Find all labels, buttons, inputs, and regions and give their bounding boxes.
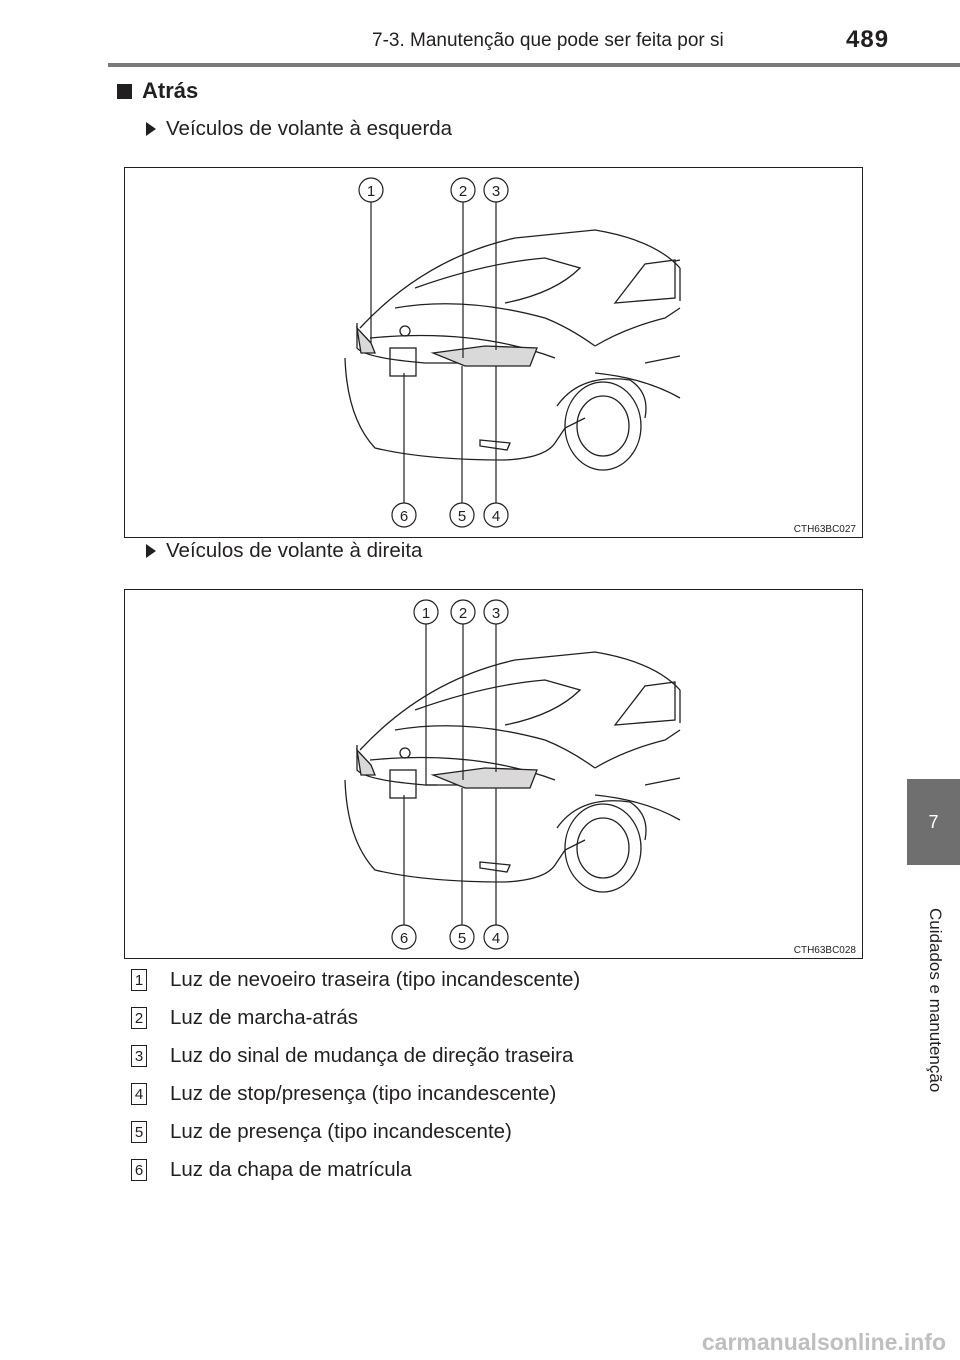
- page-header-title: 7-3. Manutenção que pode ser feita por s…: [372, 30, 772, 52]
- page-number: 489: [846, 26, 889, 54]
- list-item: 3 Luz do sinal de mudança de direção tra…: [131, 1037, 580, 1075]
- legend-number: 6: [131, 1159, 147, 1181]
- callout-5-label: 5: [458, 930, 466, 947]
- car-rear-illustration-lhd: 1 2 3 4 5 6: [125, 168, 862, 537]
- triangle-bullet-icon: [146, 122, 156, 136]
- figure-2-caption: Veículos de volante à direita: [146, 539, 422, 563]
- callout-4-label: 4: [492, 508, 500, 525]
- callout-1-label: 1: [367, 183, 375, 200]
- section-heading: Atrás: [117, 78, 198, 104]
- car-rear-illustration-rhd: 1 2 3 4 5 6: [125, 590, 862, 958]
- legend-text: Luz de presença (tipo incandescente): [170, 1120, 512, 1144]
- figure-1-caption: Veículos de volante à esquerda: [146, 117, 452, 141]
- legend-list: 1 Luz de nevoeiro traseira (tipo incande…: [131, 961, 580, 1189]
- legend-text: Luz de stop/presença (tipo incandescente…: [170, 1082, 556, 1106]
- section-heading-text: Atrás: [142, 78, 198, 104]
- callout-1-label: 1: [422, 605, 430, 622]
- legend-number: 1: [131, 969, 147, 991]
- triangle-bullet-icon: [146, 544, 156, 558]
- chapter-tab: 7: [907, 779, 960, 865]
- header-rule: [108, 63, 960, 67]
- list-item: 1 Luz de nevoeiro traseira (tipo incande…: [131, 961, 580, 999]
- legend-text: Luz do sinal de mudança de direção trase…: [170, 1044, 573, 1068]
- chapter-number: 7: [928, 812, 938, 833]
- chapter-label: Cuidados e manutenção: [925, 908, 945, 1008]
- callout-6-label: 6: [400, 930, 408, 947]
- legend-text: Luz de nevoeiro traseira (tipo incandesc…: [170, 968, 580, 992]
- callout-4-label: 4: [492, 930, 500, 947]
- callout-5-label: 5: [458, 508, 466, 525]
- callout-3-label: 3: [492, 605, 500, 622]
- figure-1: 1 2 3 4 5 6 CTH63BC027: [124, 167, 863, 538]
- callout-2-label: 2: [459, 183, 467, 200]
- figure-1-caption-text: Veículos de volante à esquerda: [166, 117, 452, 141]
- legend-number: 5: [131, 1121, 147, 1143]
- list-item: 4 Luz de stop/presença (tipo incandescen…: [131, 1075, 580, 1113]
- figure-2-code: CTH63BC028: [794, 945, 856, 956]
- watermark: carmanualsonline.info: [702, 1329, 946, 1356]
- square-bullet-icon: [117, 84, 132, 99]
- list-item: 2 Luz de marcha-atrás: [131, 999, 580, 1037]
- callout-3-label: 3: [492, 183, 500, 200]
- list-item: 6 Luz da chapa de matrícula: [131, 1151, 580, 1189]
- figure-1-code: CTH63BC027: [794, 524, 856, 535]
- figure-2-caption-text: Veículos de volante à direita: [166, 539, 422, 563]
- callout-2-label: 2: [459, 605, 467, 622]
- figure-2: 1 2 3 4 5 6 CTH63BC028: [124, 589, 863, 959]
- legend-number: 2: [131, 1007, 147, 1029]
- legend-number: 4: [131, 1083, 147, 1105]
- legend-number: 3: [131, 1045, 147, 1067]
- legend-text: Luz de marcha-atrás: [170, 1006, 358, 1030]
- list-item: 5 Luz de presença (tipo incandescente): [131, 1113, 580, 1151]
- callout-6-label: 6: [400, 508, 408, 525]
- legend-text: Luz da chapa de matrícula: [170, 1158, 412, 1182]
